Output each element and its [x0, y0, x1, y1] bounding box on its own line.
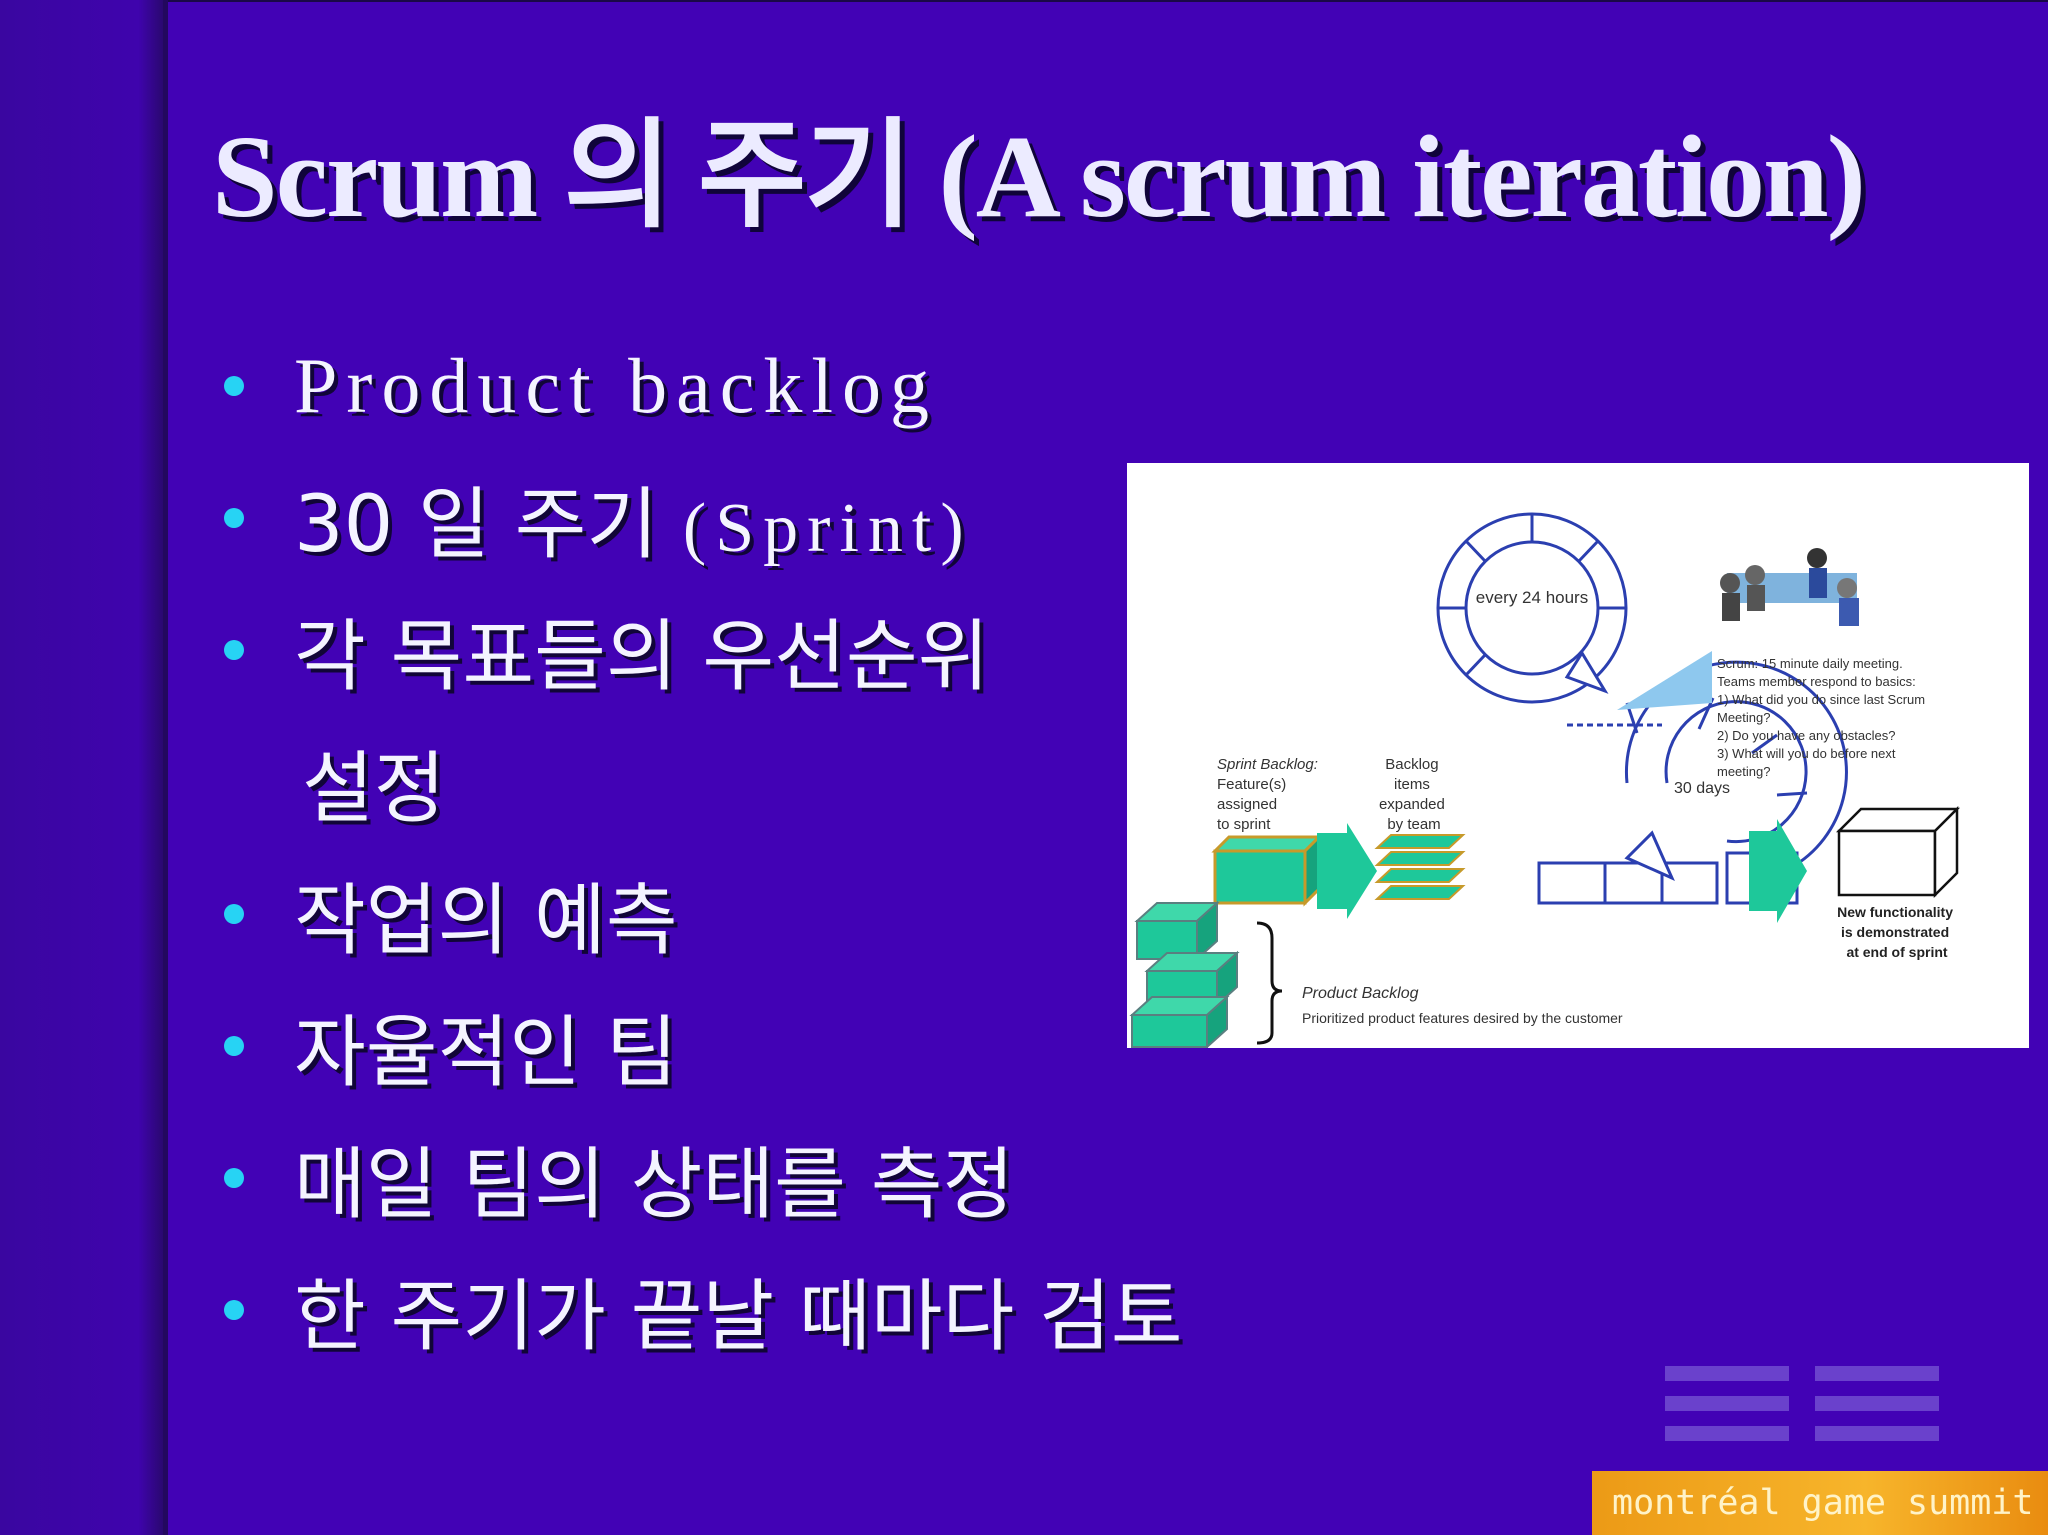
stripe [1665, 1396, 1789, 1411]
bullet-dot-icon [224, 904, 244, 924]
slide-title: Scrum 의 주기 (A scrum iteration) [212, 111, 1866, 242]
top-border [0, 0, 2048, 2]
bullet-item: 작업의 예측 [224, 848, 1183, 980]
new-functionality-box [1835, 805, 1961, 899]
daily-cycle-text: every 24 hours [1476, 588, 1588, 607]
bullet-text: 30 일 주기 (Sprint) [224, 462, 973, 574]
bullet-text: 작업의 예측 [294, 876, 678, 966]
sprint-cycle-label: 30 days [1674, 780, 1730, 797]
left-sidebar-band [0, 0, 163, 1535]
sprint-backlog-line: assigned [1217, 796, 1277, 813]
bullet-text: 한 주기가 끝날 때마다 검토 [294, 1272, 1183, 1362]
meeting-line: 3) What will you do before next [1717, 746, 1896, 761]
bullet-item: 30 일 주기 (Sprint) [224, 452, 1183, 584]
bullet-dot-icon [224, 1036, 244, 1056]
stripe [1815, 1396, 1939, 1411]
backlog-expanded-line: by team [1387, 816, 1440, 833]
meeting-line: Scrum: 15 minute daily meeting. [1717, 656, 1903, 671]
bullet-item: 매일 팀의 상태를 측정 [224, 1112, 1183, 1244]
product-backlog-stairs [1129, 900, 1240, 1048]
new-functionality-line: at end of sprint [1846, 944, 1947, 960]
scrum-iteration-diagram: every 24 hours 30 days [1127, 463, 2029, 1048]
flow-arrow-icon [1317, 823, 1377, 919]
meeting-callout [1617, 651, 1712, 710]
bullet-dot-icon [224, 1168, 244, 1188]
new-functionality-label: New functionality is demonstrated at end… [1837, 904, 1957, 960]
product-backlog-description: Prioritized product features desired by … [1302, 1010, 1623, 1026]
bullet-item: 자율적인 팀 [224, 980, 1183, 1112]
bullet-text: 설정 [302, 744, 446, 834]
bullet-item: 한 주기가 끝날 때마다 검토 [224, 1244, 1183, 1376]
bullet-text: 각 목표들의 우선순위 [294, 612, 990, 702]
bullet-item: Product backlog [224, 320, 1183, 452]
team-meeting-illustration [1720, 548, 1859, 626]
bullet-item-continuation: 설정 [224, 716, 1183, 848]
sprint-backlog-box [1211, 833, 1323, 907]
bullet-dot-icon [224, 508, 244, 528]
product-backlog-title: Product Backlog [1302, 985, 1419, 1002]
flow-arrow-icon [1749, 819, 1807, 923]
stripe [1665, 1426, 1789, 1441]
expanded-items-stack [1374, 834, 1466, 900]
sprint-backlog-line: Feature(s) [1217, 776, 1286, 793]
stripe [1665, 1366, 1789, 1381]
meeting-line: Meeting? [1717, 710, 1770, 725]
bullet-list: Product backlog 30 일 주기 (Sprint) 각 목표들의 … [224, 320, 1183, 1376]
montreal-game-summit-logo: montréal game summit [1592, 1471, 2048, 1535]
backlog-expanded-line: items [1394, 776, 1430, 793]
bullet-text: 자율적인 팀 [294, 1008, 678, 1098]
stripe [1815, 1366, 1939, 1381]
bullet-text: Product backlog [294, 342, 939, 429]
backlog-expanded-line: expanded [1379, 796, 1445, 813]
bullet-dot-icon [224, 376, 244, 396]
meeting-line: 2) Do you have any obstacles? [1717, 728, 1896, 743]
daily-cycle-label: every 24 hours [1476, 588, 1588, 607]
sprint-backlog-label: Sprint Backlog: Feature(s) assigned to s… [1217, 756, 1322, 833]
meeting-line: 1) What did you do since last Scrum [1717, 692, 1925, 707]
meeting-line: Teams member respond to basics: [1717, 674, 1916, 689]
new-functionality-line: is demonstrated [1841, 924, 1949, 940]
bracket-icon [1256, 921, 1283, 1045]
bullet-main: 30 일 주기 [294, 480, 659, 570]
backlog-expanded-line: Backlog [1385, 756, 1438, 773]
bullet-text: 매일 팀의 상태를 측정 [294, 1140, 1015, 1230]
daily-cycle-ring [1436, 512, 1628, 704]
meeting-line: meeting? [1717, 764, 1770, 779]
new-functionality-line: New functionality [1837, 904, 1953, 920]
scrum-meeting-text: Scrum: 15 minute daily meeting. Teams me… [1717, 656, 1929, 779]
bullet-dot-icon [224, 640, 244, 660]
sprint-backlog-line: Sprint Backlog: [1217, 756, 1318, 773]
bullet-suffix: (Sprint) [682, 490, 973, 567]
stripe [1815, 1426, 1939, 1441]
backlog-expanded-label: Backlog items expanded by team [1379, 756, 1449, 833]
sprint-backlog-line: to sprint [1217, 816, 1271, 833]
left-sidebar-edge [163, 0, 168, 1535]
bullet-dot-icon [224, 1300, 244, 1320]
bullet-item: 각 목표들의 우선순위 [224, 584, 1183, 716]
